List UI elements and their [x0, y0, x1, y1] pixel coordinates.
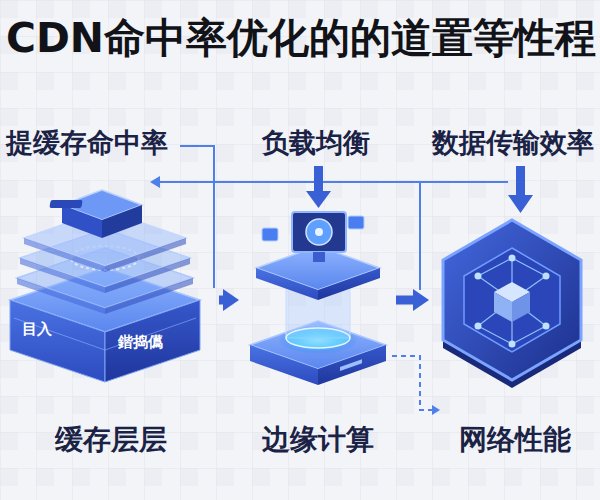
leader-lines	[160, 146, 508, 410]
edge-server	[250, 212, 386, 385]
node-label: 缓存层层	[2, 423, 219, 457]
illustrated-node: 边缘计算	[239, 205, 396, 465]
node-label: 网络性能	[429, 423, 600, 457]
arrow-head	[150, 176, 160, 188]
diagram-title: CDN命中率优化的的道置等性程	[6, 14, 596, 63]
input-arrows	[306, 166, 533, 213]
face-text: 鍇捣儰	[118, 333, 163, 351]
illustrated-node: 目入鍇捣儰缓存层层	[2, 170, 219, 465]
flow-arrow	[396, 289, 429, 311]
illustrated-node: 网络性能	[429, 205, 600, 465]
flow-arrow	[219, 289, 239, 311]
face-text: 目入	[22, 320, 52, 338]
network-hexagon	[443, 220, 581, 388]
node-label: 边缘计算	[239, 423, 396, 457]
heading-label: 负载均衡	[262, 126, 370, 160]
heading-label: 数据传输效率	[432, 126, 594, 160]
arrow-head	[432, 405, 440, 415]
cache-stack	[10, 190, 200, 382]
heading-label: 提缓存命中率	[6, 126, 168, 160]
